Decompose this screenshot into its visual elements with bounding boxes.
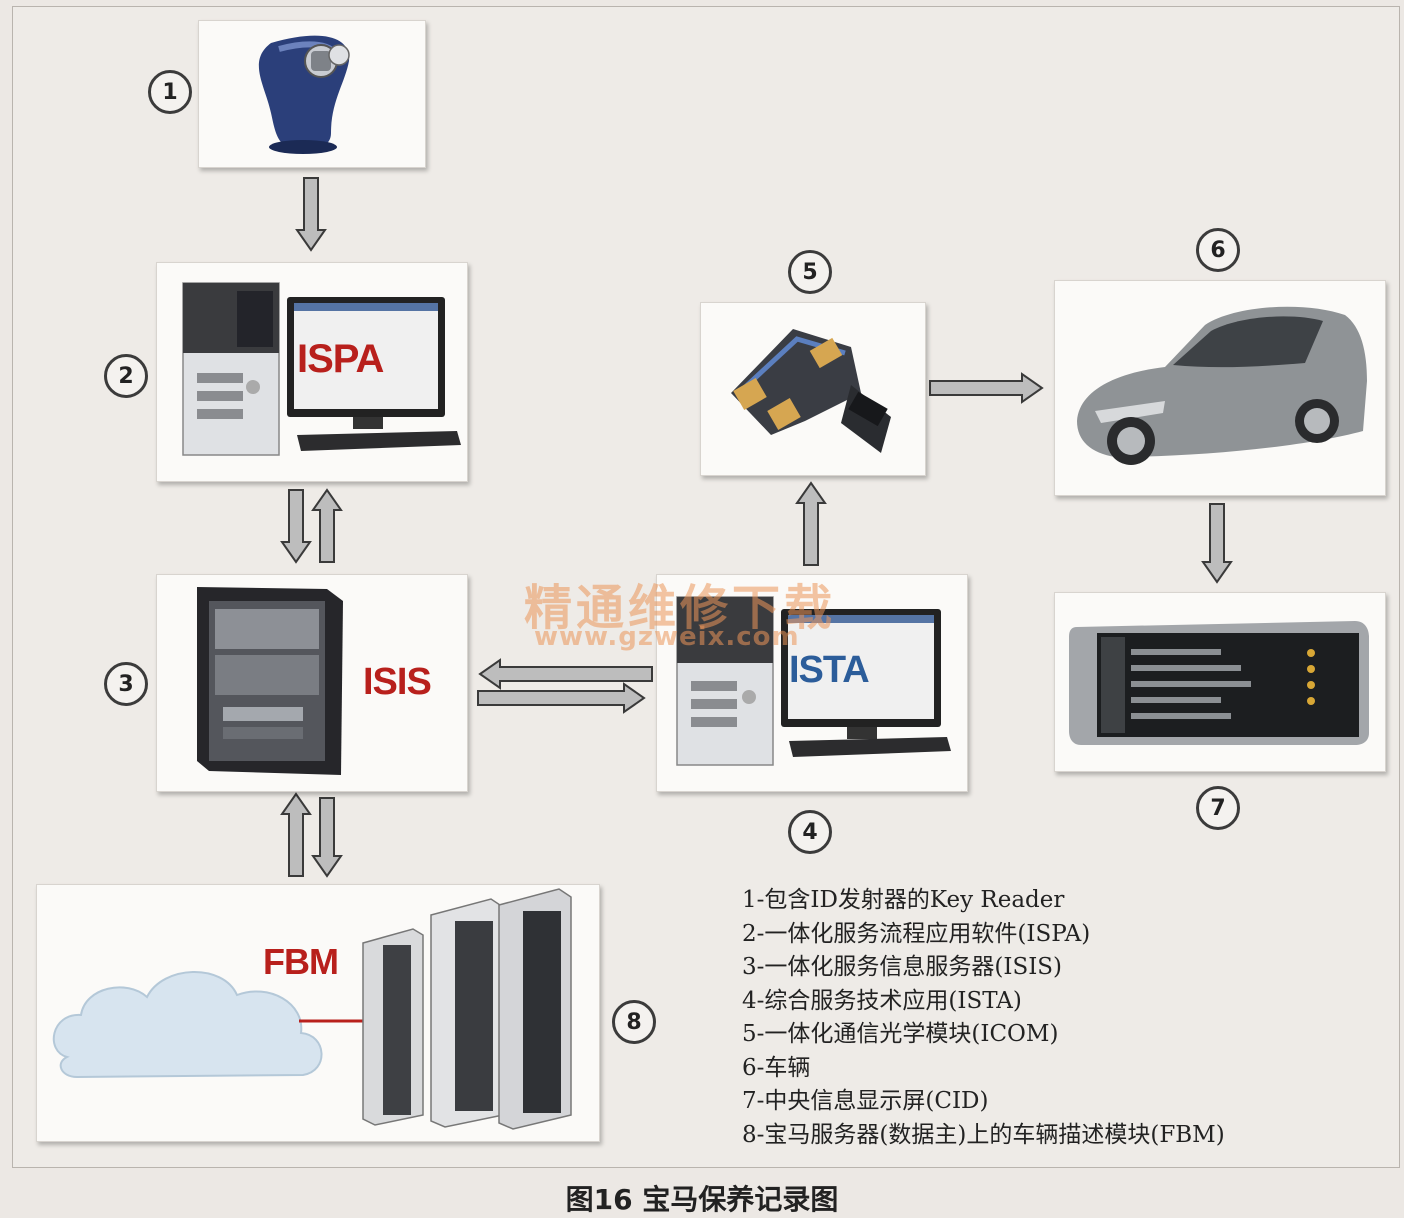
number-badge-4: 4 (788, 810, 832, 854)
fbm-label: FBM (263, 941, 339, 982)
box-cid (1054, 592, 1386, 772)
arrow-5-to-6 (929, 372, 1044, 404)
number-badge-3: 3 (104, 662, 148, 706)
vehicle-image (1077, 306, 1367, 465)
legend-item: 2-一体化服务流程应用软件(ISPA) (742, 920, 1091, 947)
number-badge-8: 8 (612, 1000, 656, 1044)
icom-module-image (731, 329, 891, 453)
number-badge-6: 6 (1196, 228, 1240, 272)
ispa-label: ISPA (297, 337, 384, 381)
arrow-3-to-2 (311, 488, 343, 563)
arrow-1-to-2 (295, 177, 327, 252)
box-fbm: FBM (36, 884, 600, 1142)
legend-item: 3-一体化服务信息服务器(ISIS) (742, 954, 1063, 980)
arrow-4-to-5 (795, 481, 827, 566)
box-ispa: ISPA (156, 262, 468, 482)
legend-item: 4-综合服务技术应用(ISTA) (742, 987, 1022, 1014)
box-key-reader (198, 20, 426, 168)
arrow-6-to-7 (1201, 503, 1233, 584)
ispa-computer-image (182, 282, 461, 456)
number-badge-5: 5 (788, 250, 832, 294)
legend-item: 8-宝马服务器(数据主)上的车辆描述模块(FBM) (742, 1121, 1225, 1148)
fbm-cloud-servers-image (52, 888, 572, 1130)
number-badge-1: 1 (148, 70, 192, 114)
box-icom (700, 302, 926, 476)
cid-display-image (1069, 621, 1369, 745)
box-vehicle (1054, 280, 1386, 496)
arrow-3-to-8 (311, 797, 343, 878)
legend: 1-包含ID发射器的Key Reader 2-一体化服务流程应用软件(ISPA)… (742, 884, 1382, 1152)
watermark-title: 精通维修下载 (524, 580, 837, 636)
arrow-4-to-3 (478, 658, 653, 690)
legend-item: 1-包含ID发射器的Key Reader (742, 887, 1065, 913)
number-badge-7: 7 (1196, 786, 1240, 830)
box-ista: ISTA (656, 574, 968, 792)
number-badge-2: 2 (104, 354, 148, 398)
box-isis: ISIS (156, 574, 468, 792)
arrow-3-to-4 (477, 682, 646, 714)
watermark-url: www.gzweix.com (534, 622, 800, 652)
ista-label: ISTA (789, 649, 870, 691)
legend-item: 5-一体化通信光学模块(ICOM) (742, 1021, 1059, 1047)
legend-item: 6-车辆 (742, 1054, 811, 1081)
isis-server-cabinet-image (197, 587, 343, 775)
arrow-8-to-3 (280, 792, 312, 877)
key-reader-image (258, 35, 350, 154)
isis-label: ISIS (363, 661, 432, 703)
figure-caption: 图16 宝马保养记录图 (565, 1183, 839, 1216)
arrow-2-to-3 (280, 489, 312, 564)
legend-item: 7-中央信息显示屏(CID) (742, 1088, 989, 1114)
ista-computer-image (676, 596, 951, 766)
